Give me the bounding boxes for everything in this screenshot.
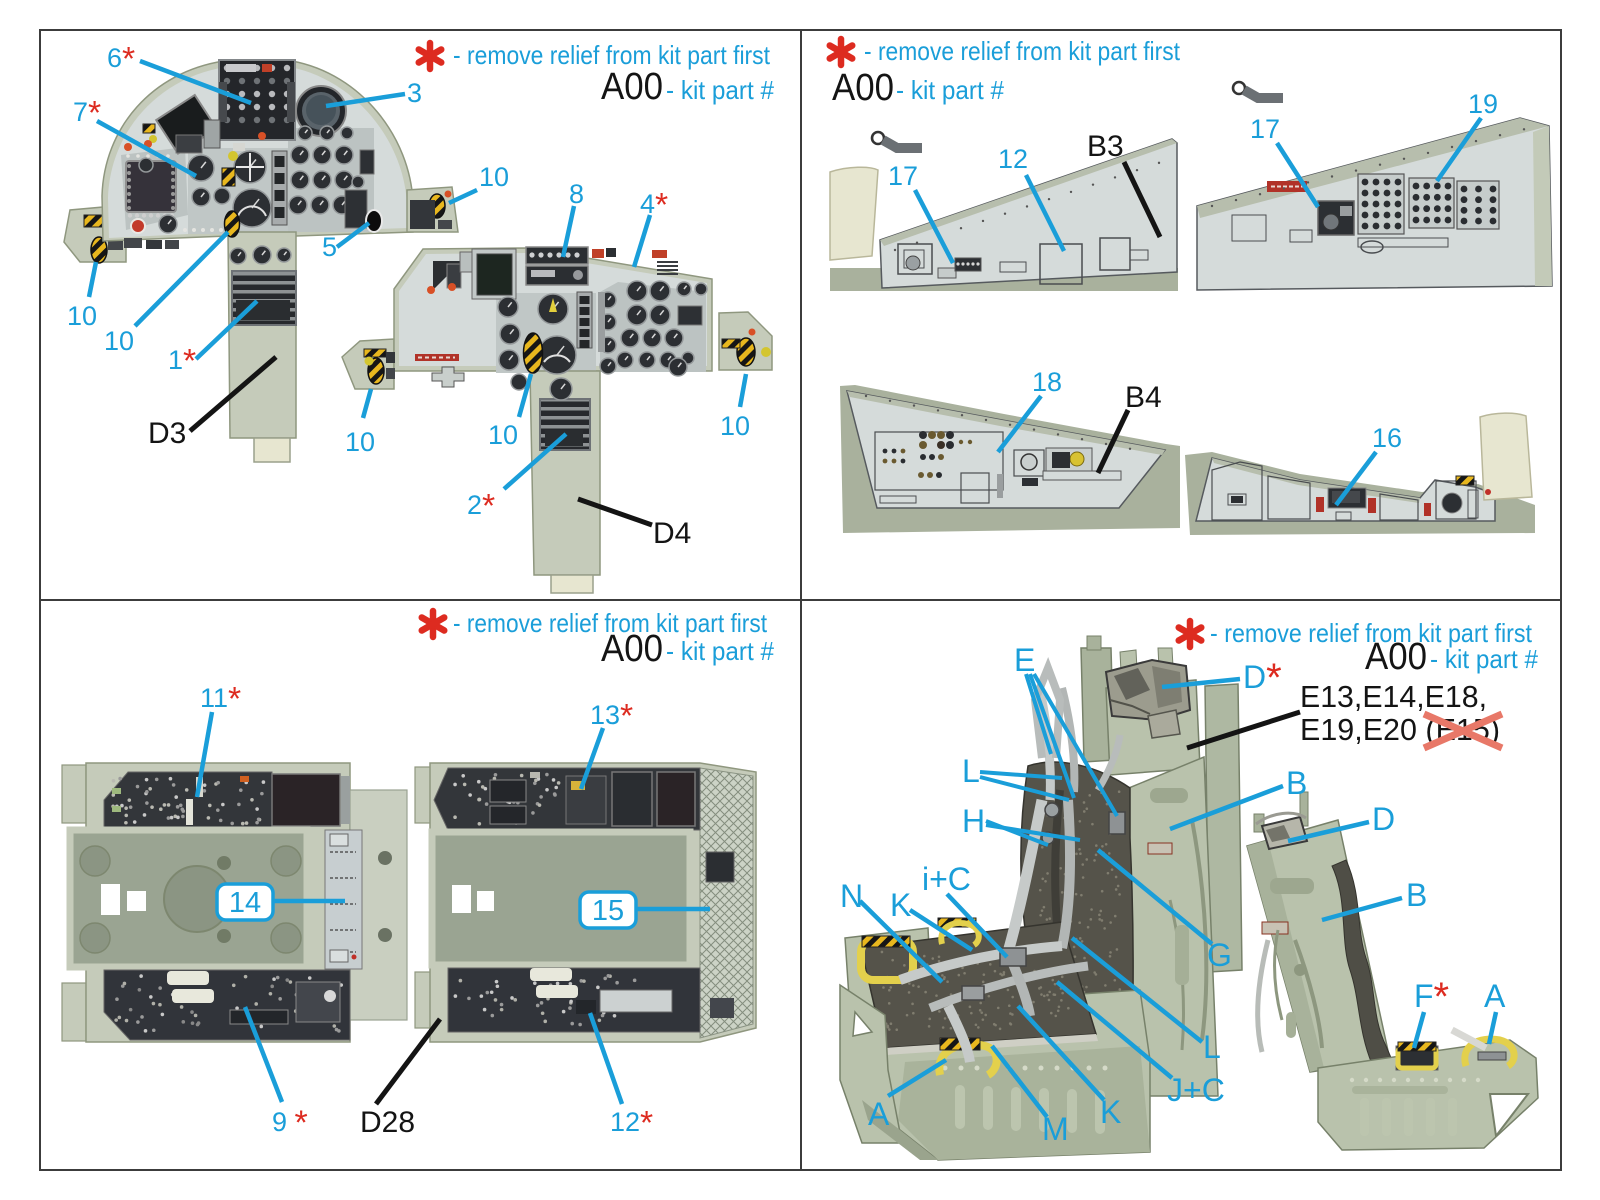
svg-text:9 *: 9 * [272,1104,308,1142]
svg-text:D*: D* [1243,656,1282,700]
svg-text:- kit part #: - kit part # [1430,644,1539,674]
svg-text:E: E [1014,642,1035,678]
svg-text:K: K [1100,1094,1121,1130]
svg-text:17: 17 [888,161,918,191]
svg-text:10: 10 [479,162,509,192]
svg-text:17: 17 [1250,114,1280,144]
svg-text:4*: 4* [640,186,668,224]
svg-text:14: 14 [229,887,261,919]
svg-text:12: 12 [998,144,1028,174]
svg-text:16: 16 [1372,423,1402,453]
svg-text:10: 10 [104,326,134,356]
svg-text:12*: 12* [610,1104,653,1142]
svg-text:B: B [1406,877,1427,913]
svg-text:D4: D4 [653,517,691,550]
svg-text:3: 3 [407,78,422,108]
svg-text:F*: F* [1414,975,1449,1019]
svg-text:J+C: J+C [1167,1072,1225,1108]
svg-text:N: N [840,878,863,914]
svg-text:18: 18 [1032,367,1062,397]
svg-text:K: K [890,887,911,923]
svg-text:- remove relief from kit part: - remove relief from kit part first [453,40,771,70]
svg-text:A00: A00 [832,67,894,109]
svg-text:B: B [1286,765,1307,801]
svg-text:2*: 2* [467,487,495,525]
svg-text:7*: 7* [73,94,101,132]
svg-text:D28: D28 [360,1106,415,1139]
svg-text:A00: A00 [1365,636,1427,678]
svg-text:8: 8 [569,179,584,209]
svg-text:L: L [1203,1029,1221,1065]
svg-text:H: H [962,803,985,839]
svg-text:A00: A00 [601,628,663,670]
svg-text:10: 10 [345,427,375,457]
svg-text:E13,E14,E18,: E13,E14,E18, [1300,679,1487,714]
svg-text:- kit part #: - kit part # [896,75,1005,105]
svg-text:- kit part #: - kit part # [666,636,775,666]
svg-text:1*: 1* [168,342,196,380]
svg-text:5: 5 [322,232,337,262]
svg-text:13*: 13* [590,697,633,735]
svg-text:B4: B4 [1125,381,1162,414]
svg-text:A00: A00 [601,66,663,108]
svg-text:- remove relief from kit part: - remove relief from kit part first [453,608,768,638]
svg-text:B3: B3 [1087,130,1124,163]
svg-text:A: A [868,1096,890,1132]
svg-text:D: D [1372,801,1395,837]
svg-text:10: 10 [720,411,750,441]
svg-text:- remove relief from kit part: - remove relief from kit part first [1210,618,1533,648]
svg-text:15: 15 [592,895,624,927]
svg-text:6*: 6* [107,40,135,78]
svg-text:i+C: i+C [922,861,971,897]
svg-text:19: 19 [1468,89,1498,119]
svg-text:D3: D3 [148,417,186,450]
svg-text:- kit part #: - kit part # [666,75,775,105]
svg-text:10: 10 [488,420,518,450]
svg-text:L: L [962,753,980,789]
svg-text:A: A [1484,978,1506,1014]
svg-text:10: 10 [67,301,97,331]
svg-text:- remove relief from kit part: - remove relief from kit part first [864,36,1181,66]
svg-text:11*: 11* [200,680,241,718]
